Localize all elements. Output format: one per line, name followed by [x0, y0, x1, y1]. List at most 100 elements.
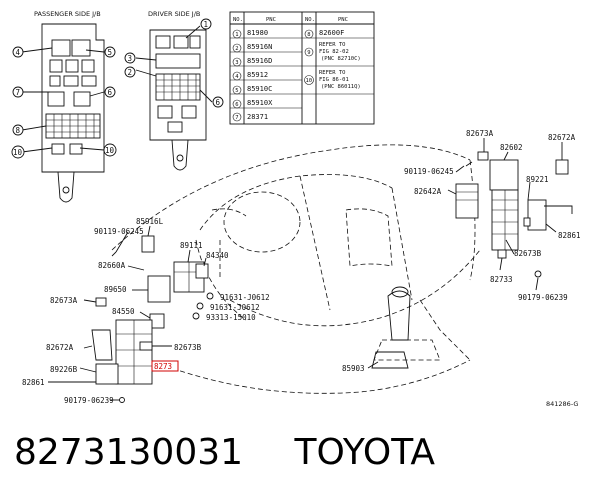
callout-4: 4	[12, 46, 24, 58]
callout-2: 2	[124, 66, 136, 78]
svg-text:81980: 81980	[247, 29, 268, 37]
label-85916L: 85916L	[136, 217, 164, 226]
table-row: 7 28371	[232, 112, 268, 122]
label-91631-a: 91631-J0612	[220, 293, 270, 302]
svg-text:1: 1	[235, 32, 238, 38]
callout-6a: 6	[104, 86, 116, 98]
label-91631-b: 91631-J0612	[210, 303, 260, 312]
table-row: 3 85916D	[232, 57, 272, 67]
callout-6b: 6	[212, 96, 224, 108]
callout-1: 1	[200, 18, 212, 30]
label-82602: 82602	[500, 143, 523, 152]
label-93313: 93313-15010	[206, 313, 256, 322]
label-82673B-right: 82673B	[514, 249, 542, 258]
label-90179-left: 90179-06239	[64, 396, 114, 405]
svg-text:5: 5	[108, 48, 113, 57]
svg-text:6: 6	[108, 88, 113, 97]
table-row: 5 85910C	[232, 85, 272, 95]
label-89221: 89221	[526, 175, 549, 184]
reference-code: 841286-G	[546, 400, 578, 408]
svg-text:8: 8	[16, 126, 21, 135]
svg-text:7: 7	[235, 115, 238, 121]
callout-5: 5	[104, 46, 116, 58]
svg-text:6: 6	[235, 102, 238, 108]
label-82861-left: 82861	[22, 378, 45, 387]
svg-text:7: 7	[16, 88, 21, 97]
svg-text:2: 2	[128, 68, 133, 77]
svg-text:6: 6	[216, 98, 221, 107]
svg-text:8273: 8273	[154, 362, 172, 371]
svg-text:(PNC 82710C): (PNC 82710C)	[321, 56, 361, 62]
callout-3: 3	[124, 52, 136, 64]
passenger-junction-block	[41, 23, 105, 203]
label-82673B-left: 82673B	[174, 343, 202, 352]
table-row: 6 85910X	[232, 99, 273, 109]
label-82672A-top: 82672A	[548, 133, 576, 142]
part-number: 8273130031	[14, 432, 244, 473]
brand-name: TOYOTA	[294, 432, 436, 473]
driver-leaders	[135, 25, 213, 103]
label-82642A: 82642A	[414, 187, 442, 196]
label-89111: 89111	[180, 241, 203, 250]
svg-text:1: 1	[204, 20, 209, 29]
label-90179-right: 90179-06239	[518, 293, 568, 302]
svg-text:10: 10	[13, 148, 23, 157]
relay-cluster-left	[48, 235, 409, 403]
callout-7: 7	[12, 86, 24, 98]
passenger-leaders	[21, 47, 105, 153]
driver-junction-block	[149, 29, 207, 171]
svg-text:FIG 86-01: FIG 86-01	[319, 77, 349, 83]
svg-text:85916D: 85916D	[247, 57, 272, 65]
svg-text:85916N: 85916N	[247, 43, 272, 51]
label-82673A-left: 82673A	[50, 296, 78, 305]
parts-diagram: PASSENGER SIDE J/B 4 5 7 6 8 10 10 DRIVE…	[11, 10, 581, 408]
passenger-jb-caption: PASSENGER SIDE J/B	[34, 10, 101, 18]
leaders-left	[79, 225, 379, 401]
label-90119-left: 90119-06245	[94, 227, 144, 236]
svg-text:REFER TO: REFER TO	[319, 70, 346, 76]
table-header-no-1: NO.	[233, 17, 243, 23]
highlighted-part-label: 8273	[151, 360, 179, 372]
label-90119-top: 90119-06245	[404, 167, 454, 176]
svg-text:10: 10	[105, 146, 115, 155]
label-82673A-top: 82673A	[466, 129, 494, 138]
label-82861-right: 82861	[558, 231, 581, 240]
svg-text:9: 9	[307, 50, 310, 56]
svg-text:10: 10	[306, 78, 313, 84]
svg-text:4: 4	[235, 74, 239, 80]
svg-text:(PNC 86011Q): (PNC 86011Q)	[321, 84, 361, 90]
svg-text:82600F: 82600F	[319, 29, 344, 37]
svg-text:3: 3	[235, 60, 238, 66]
table-row: 1 81980 8 82600F	[232, 29, 344, 39]
label-85903: 85903	[342, 364, 365, 373]
svg-text:85910X: 85910X	[247, 99, 273, 107]
label-82660A: 82660A	[98, 261, 126, 270]
table-header-no-2: NO.	[305, 17, 315, 23]
label-89650: 89650	[104, 285, 127, 294]
svg-text:5: 5	[235, 88, 238, 94]
table-header-pnc-2: PNC	[338, 17, 348, 23]
footer: 8273130031 TOYOTA	[14, 432, 594, 482]
reference-table: NO. PNC NO. PNC 1 81980 8 82600F 2 85916…	[229, 11, 375, 125]
table-row: 4 85912 10 REFER TO FIG 86-01 (PNC 86011…	[232, 70, 361, 90]
leaders-right	[447, 138, 563, 291]
dashboard-outline	[111, 144, 481, 394]
svg-text:2: 2	[235, 46, 238, 52]
driver-jb-caption: DRIVER SIDE J/B	[148, 10, 200, 18]
svg-text:28371: 28371	[247, 113, 268, 121]
label-82672A-left: 82672A	[46, 343, 74, 352]
svg-text:8: 8	[307, 32, 310, 38]
table-header-pnc-1: PNC	[266, 17, 276, 23]
label-89226B: 89226B	[50, 365, 78, 374]
svg-text:85910C: 85910C	[247, 85, 272, 93]
callout-10a: 10	[11, 145, 25, 159]
svg-text:4: 4	[16, 48, 21, 57]
label-84550: 84550	[112, 307, 135, 316]
relay-cluster-right	[455, 151, 573, 278]
svg-text:REFER TO: REFER TO	[319, 42, 346, 48]
table-row: 2 85916N 9 REFER TO FIG 82-02 (PNC 82710…	[232, 42, 361, 62]
label-82733: 82733	[490, 275, 513, 284]
svg-text:FIG 82-02: FIG 82-02	[319, 49, 349, 55]
svg-text:85912: 85912	[247, 71, 268, 79]
callout-10b: 10	[103, 143, 117, 157]
